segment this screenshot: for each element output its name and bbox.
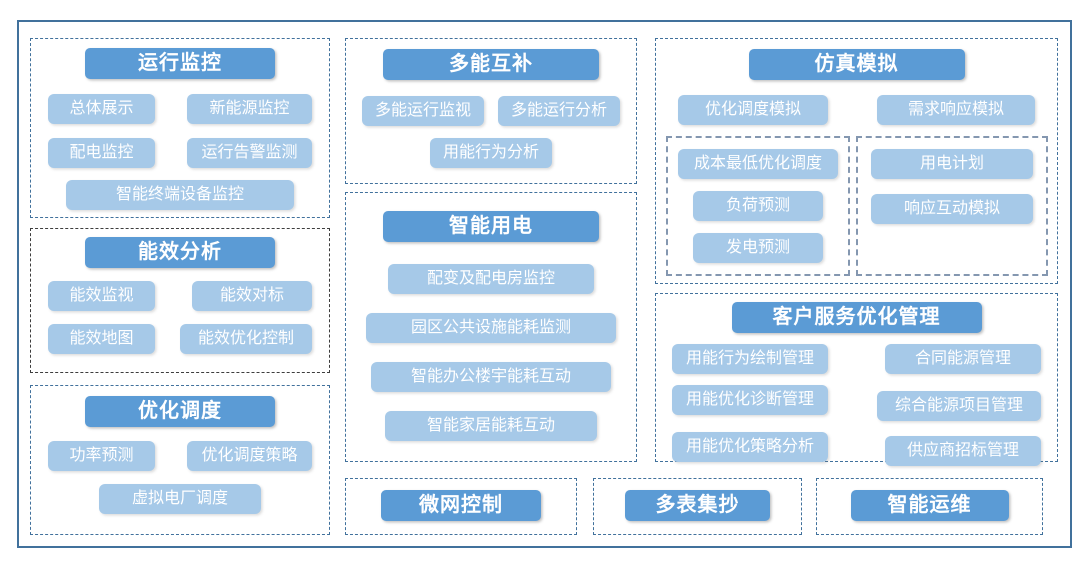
group-optimal-dispatch: 优化调度 功率预测 优化调度策略 虚拟电厂调度 (30, 385, 330, 535)
module-item: 优化调度模拟 (678, 95, 828, 125)
module-item: 用能行为分析 (430, 138, 552, 168)
module-item: 发电预测 (693, 233, 823, 263)
group-title: 多能互补 (383, 49, 599, 80)
module-item: 用能优化诊断管理 (672, 385, 828, 415)
module-item: 合同能源管理 (885, 344, 1041, 374)
module-item: 用能行为绘制管理 (672, 344, 828, 374)
module-item: 综合能源项目管理 (877, 391, 1041, 421)
module-item: 多能运行分析 (498, 96, 620, 126)
subgroup-dispatch-forecast: 成本最低优化调度 负荷预测 发电预测 (666, 136, 850, 276)
group-multi-energy-complementary: 多能互补 多能运行监视 多能运行分析 用能行为分析 (345, 38, 637, 184)
module-item: 功率预测 (48, 441, 155, 471)
module-item: 能效监视 (48, 281, 155, 311)
group-title: 多表集抄 (625, 490, 770, 521)
module-item: 能效优化控制 (180, 324, 312, 354)
module-item: 新能源监控 (187, 94, 312, 124)
subgroup-power-plan: 用电计划 响应互动模拟 (856, 136, 1048, 276)
module-item: 总体展示 (48, 94, 155, 124)
module-item: 园区公共设施能耗监测 (366, 313, 616, 343)
module-item: 配电监控 (48, 138, 155, 168)
module-item: 智能终端设备监控 (66, 180, 294, 210)
group-energy-efficiency-analysis: 能效分析 能效监视 能效对标 能效地图 能效优化控制 (30, 228, 330, 373)
module-item: 供应商招标管理 (885, 436, 1041, 466)
module-item: 响应互动模拟 (871, 194, 1033, 224)
group-title: 仿真模拟 (748, 49, 965, 80)
group-title: 能效分析 (85, 237, 275, 268)
module-item: 成本最低优化调度 (678, 149, 838, 179)
module-item: 多能运行监视 (362, 96, 484, 126)
module-item: 能效对标 (192, 281, 312, 311)
module-item: 用能优化策略分析 (672, 432, 828, 462)
module-item: 智能家居能耗互动 (385, 411, 597, 441)
module-item: 需求响应模拟 (877, 95, 1035, 125)
group-title: 运行监控 (85, 48, 275, 79)
group-smart-operation-maintenance: 智能运维 (816, 478, 1043, 535)
module-item: 优化调度策略 (187, 441, 312, 471)
group-title: 智能用电 (383, 211, 599, 242)
group-operation-monitoring: 运行监控 总体展示 新能源监控 配电监控 运行告警监测 智能终端设备监控 (30, 38, 330, 218)
group-multi-meter-reading: 多表集抄 (593, 478, 802, 535)
module-item: 用电计划 (871, 149, 1033, 179)
group-simulation: 仿真模拟 优化调度模拟 需求响应模拟 成本最低优化调度 负荷预测 发电预测 用电… (655, 38, 1058, 284)
group-title: 优化调度 (85, 396, 275, 427)
group-customer-service-optimization: 客户服务优化管理 用能行为绘制管理 合同能源管理 用能优化诊断管理 综合能源项目… (655, 293, 1058, 466)
module-item: 配变及配电房监控 (388, 264, 594, 294)
group-micro-grid-control: 微网控制 (345, 478, 577, 535)
module-item: 负荷预测 (693, 191, 823, 221)
group-title: 微网控制 (381, 490, 541, 521)
module-item: 智能办公楼宇能耗互动 (371, 362, 611, 392)
module-item: 虚拟电厂调度 (99, 484, 261, 514)
group-title: 智能运维 (850, 490, 1009, 521)
group-smart-power-use: 智能用电 配变及配电房监控 园区公共设施能耗监测 智能办公楼宇能耗互动 智能家居… (345, 192, 637, 462)
module-item: 运行告警监测 (187, 138, 312, 168)
group-title: 客户服务优化管理 (731, 302, 982, 333)
module-item: 能效地图 (48, 324, 155, 354)
